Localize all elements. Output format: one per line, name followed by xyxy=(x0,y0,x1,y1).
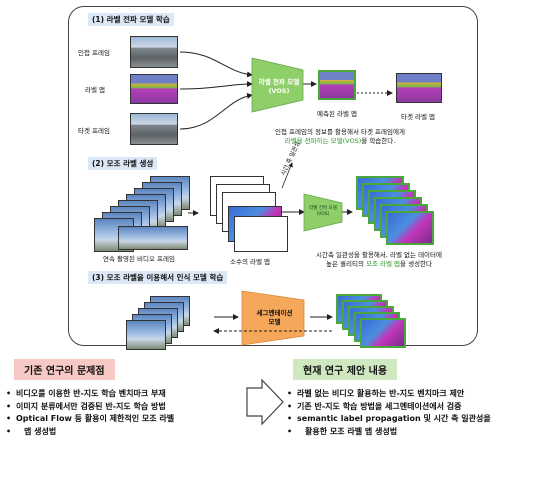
list-item: semantic label propagation 및 시간 축 일관성을 xyxy=(285,413,491,426)
video-frame xyxy=(118,226,188,250)
section2-caption-post: 을 생성한다 xyxy=(400,260,433,268)
predicted-label-map xyxy=(318,70,356,100)
proposal-list: 라벨 없는 비디오 활용하는 반-지도 벤치마크 제안 기존 반-지도 학습 방… xyxy=(285,388,491,438)
section1-title: (1) 라벨 전파 모델 학습 xyxy=(88,13,174,26)
label-map-image xyxy=(130,74,178,104)
section2-caption-line1: 시간축 일관성을 활용해서, 라벨 없는 데이터에 xyxy=(315,251,443,259)
segmentation-model-line2: 모델 xyxy=(268,318,281,326)
blank-label-frame xyxy=(234,216,288,252)
segmentation-model-line1: 세그멘테이션 xyxy=(256,309,293,317)
vos-model-abbr: (VOS) xyxy=(268,87,290,95)
list-item: 비디오를 이용한 반-지도 학습 벤치마크 부재 xyxy=(4,388,174,401)
section3-title: (3) 모조 라벨을 이용해서 인식 모델 학습 xyxy=(88,271,228,284)
section2-caption: 시간축 일관성을 활용해서, 라벨 없는 데이터에 높은 퀄리티의 모조 라벨 … xyxy=(284,251,474,269)
list-item: 기존 반-지도 학습 방법을 세그멘테이션에서 검증 xyxy=(285,401,491,414)
small-vos-name: 라벨 전파 모델 xyxy=(309,206,337,211)
section1-caption-highlight: 라벨을 전파하는 모델(VOS) xyxy=(284,137,362,145)
target-label-map xyxy=(396,73,442,103)
video-frames-label: 연속 촬영된 비디오 프레임 xyxy=(103,255,175,263)
label-map-label: 라벨 맵 xyxy=(85,86,106,94)
segmentation-model-label: 세그멘테이션 모델 xyxy=(247,309,302,327)
pseudo-label-map xyxy=(360,318,406,348)
small-vos-label: 라벨 전파 모델 (VOS) xyxy=(304,206,342,218)
predicted-label-caption: 예측된 라벨 맵 xyxy=(317,110,358,118)
problems-list: 비디오를 이용한 반-지도 학습 벤치마크 부재 이미지 분류에서만 검증된 반… xyxy=(4,388,174,438)
target-frame-label: 타겟 프레임 xyxy=(78,127,110,135)
proposal-heading: 현재 연구 제안 내용 xyxy=(293,359,398,380)
problems-heading: 기존 연구의 문제점 xyxy=(14,359,115,380)
list-item: 활용한 모조 라벨 맵 생성법 xyxy=(285,426,491,439)
small-vos-abbr: (VOS) xyxy=(316,212,330,217)
vos-model-name: 라벨 전파 모델 xyxy=(258,78,300,86)
section2-title: (2) 모조 라벨 생성 xyxy=(88,157,158,170)
list-item: 맵 생성법 xyxy=(4,426,174,439)
section1-caption-rest: 을 학습한다. xyxy=(361,137,396,145)
video-frame xyxy=(126,320,166,350)
list-item: 라벨 없는 비디오 활용하는 반-지도 벤치마크 제안 xyxy=(285,388,491,401)
section1-caption: 인접 프레임의 정보를 활용해서 타겟 프레임에게 라벨을 전파하는 모델(VO… xyxy=(220,128,460,146)
section2-caption-pre: 높은 퀄리티의 xyxy=(325,260,366,268)
adjacent-frame-label: 인접 프레임 xyxy=(78,49,110,57)
list-item: Optical Flow 등 활용이 제한적인 모조 라벨 xyxy=(4,413,174,426)
vos-model-label: 라벨 전파 모델 (VOS) xyxy=(254,78,304,96)
diagram-panel xyxy=(68,6,478,346)
pseudo-label-map xyxy=(386,211,434,245)
target-frame-image xyxy=(130,113,178,145)
target-label-caption: 타겟 라벨 맵 xyxy=(401,113,436,121)
adjacent-frame-image xyxy=(130,36,178,68)
section1-caption-line1: 인접 프레임의 정보를 활용해서 타겟 프레임에게 xyxy=(275,128,405,136)
few-label-maps-label: 소수의 라벨 맵 xyxy=(230,258,271,266)
section2-caption-highlight: 모조 라벨 맵 xyxy=(366,260,401,268)
list-item: 이미지 분류에서만 검증된 반-지도 학습 방법 xyxy=(4,401,174,414)
